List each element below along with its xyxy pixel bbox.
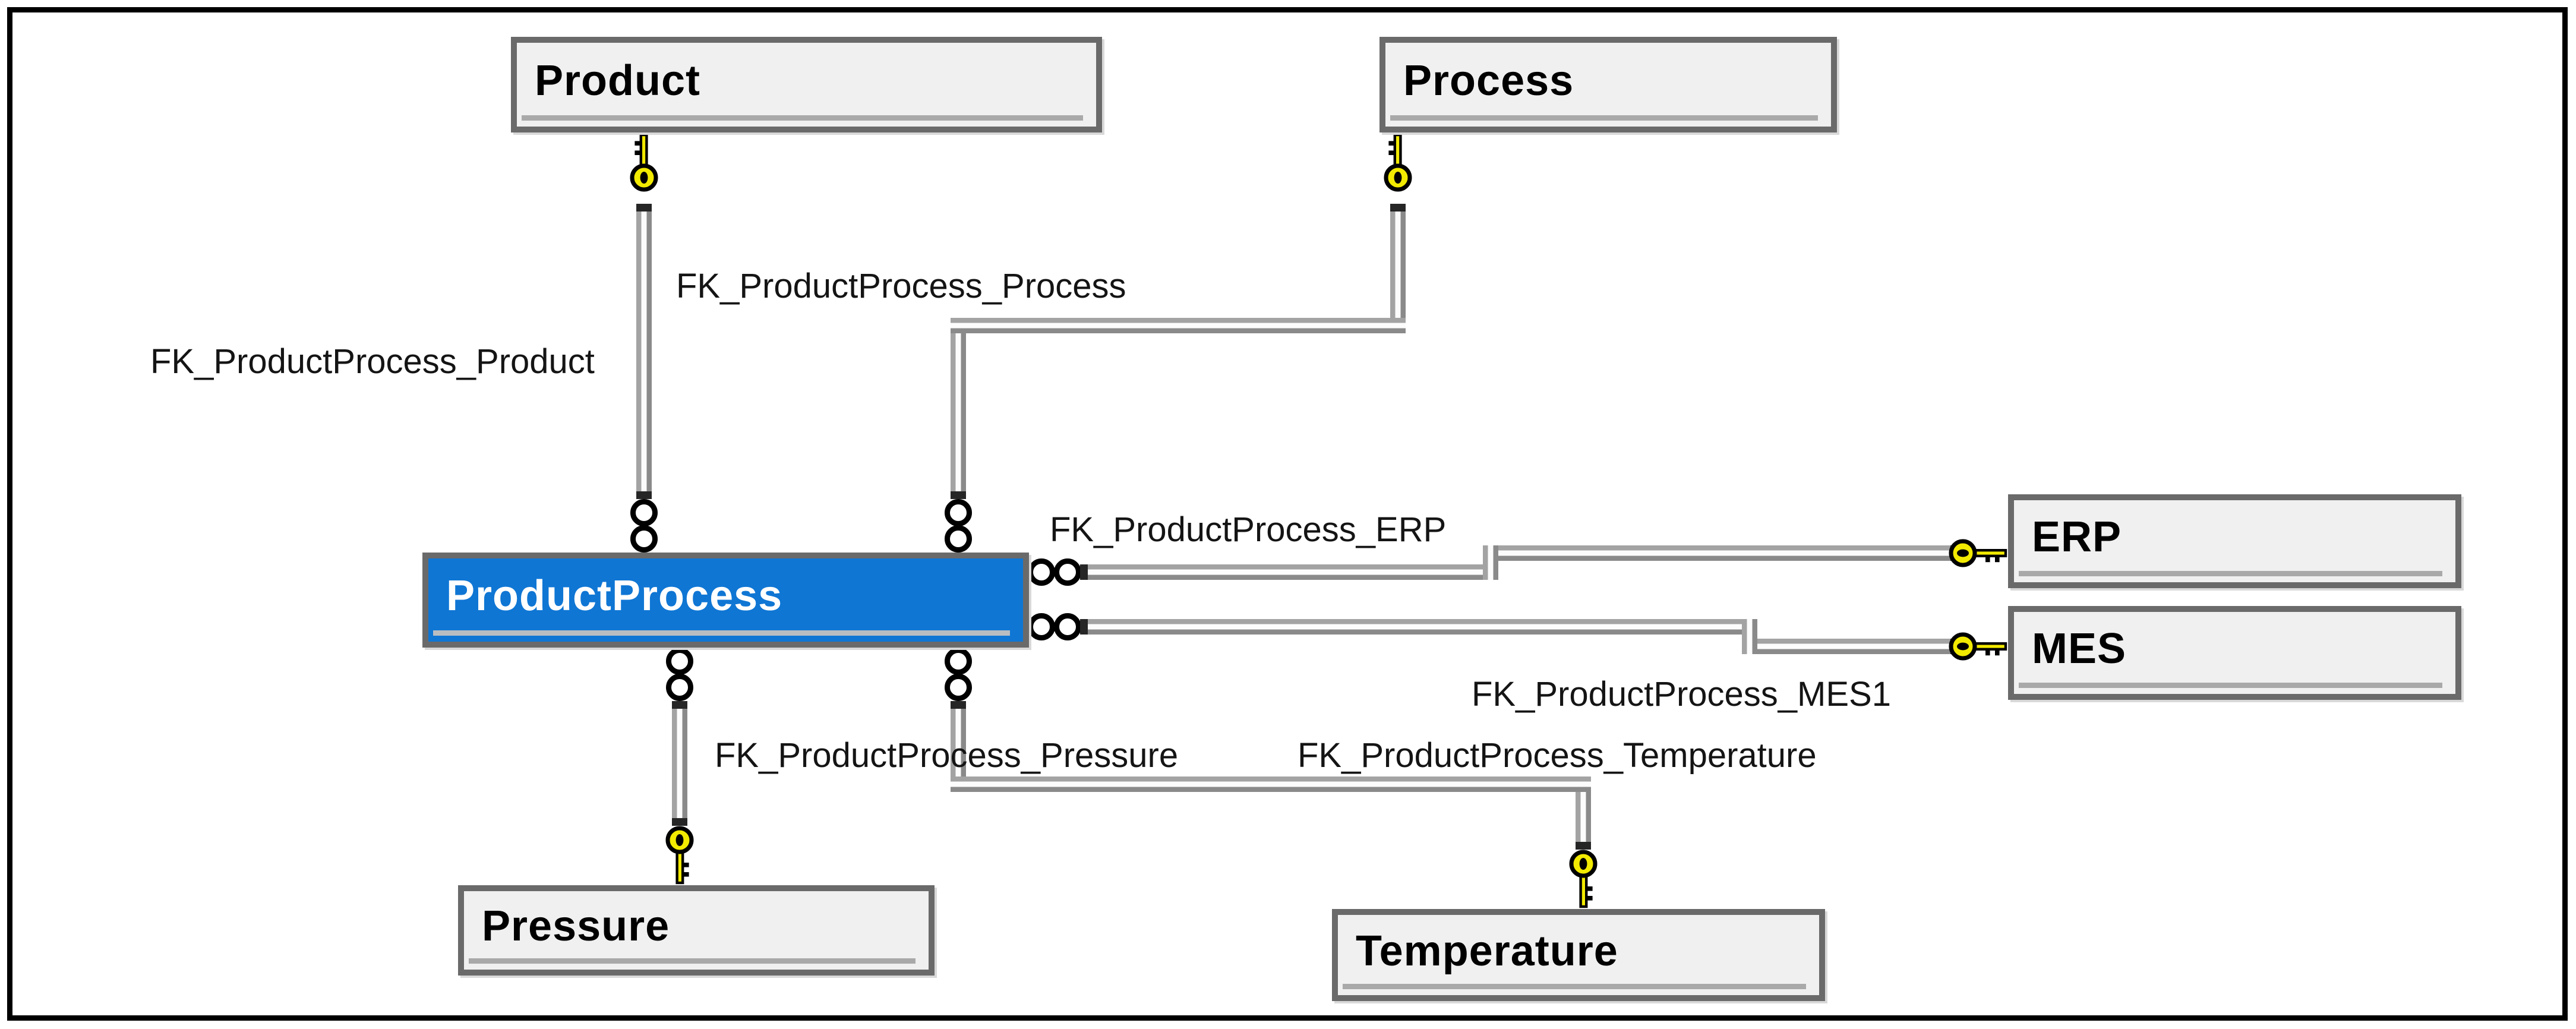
- table-productprocess[interactable]: ProductProcess: [422, 553, 1029, 648]
- relationship-line-temperature-v2[interactable]: [1576, 792, 1591, 850]
- relationship-line-temperature-h[interactable]: [951, 777, 1591, 792]
- table-product[interactable]: Product: [511, 37, 1102, 132]
- infinity-many-icon[interactable]: [945, 648, 972, 701]
- table-row-divider: [469, 958, 916, 964]
- relationship-line-mes-h1[interactable]: [1080, 619, 1750, 635]
- table-title: Process: [1403, 56, 1574, 105]
- infinity-many-icon[interactable]: [630, 499, 658, 553]
- key-icon[interactable]: [1949, 626, 2008, 670]
- table-pressure[interactable]: Pressure: [458, 885, 935, 976]
- table-title: Pressure: [482, 902, 670, 950]
- key-icon[interactable]: [1563, 850, 1603, 912]
- table-title: MES: [2032, 625, 2127, 673]
- table-title: ProductProcess: [446, 572, 783, 620]
- relationship-line-product[interactable]: [636, 204, 652, 499]
- fk-label-erp: FK_ProductProcess_ERP: [1050, 510, 1447, 549]
- table-process[interactable]: Process: [1379, 37, 1837, 132]
- table-erp[interactable]: ERP: [2008, 494, 2461, 588]
- relationship-line-process-h[interactable]: [951, 318, 1406, 333]
- relationship-line-erp-jog[interactable]: [1483, 545, 1498, 580]
- key-icon[interactable]: [1949, 533, 2008, 576]
- relationship-line-mes-jog[interactable]: [1742, 619, 1757, 654]
- table-title: Temperature: [1356, 927, 1618, 975]
- table-row-divider: [2019, 571, 2442, 576]
- table-row-divider: [522, 115, 1083, 121]
- infinity-many-icon[interactable]: [1028, 558, 1081, 586]
- infinity-many-icon[interactable]: [1028, 613, 1081, 640]
- table-row-divider: [1343, 984, 1806, 989]
- table-row-divider: [2019, 683, 2442, 688]
- table-row-divider: [433, 630, 1010, 636]
- relationship-line-erp-h1[interactable]: [1080, 564, 1485, 580]
- fk-label-product: FK_ProductProcess_Product: [150, 342, 595, 381]
- key-icon[interactable]: [1378, 132, 1418, 195]
- key-icon[interactable]: [659, 826, 700, 888]
- fk-label-process: FK_ProductProcess_Process: [676, 267, 1126, 305]
- table-temperature[interactable]: Temperature: [1332, 909, 1825, 1001]
- fk-label-pressure: FK_ProductProcess_Pressure: [715, 736, 1179, 775]
- infinity-many-icon[interactable]: [945, 499, 972, 553]
- table-title: Product: [535, 56, 701, 105]
- key-icon[interactable]: [624, 132, 664, 195]
- relationship-line-pressure[interactable]: [672, 701, 687, 826]
- table-row-divider: [1390, 115, 1818, 121]
- relationship-line-erp-h2[interactable]: [1498, 545, 1958, 561]
- relationship-line-mes-h2[interactable]: [1757, 639, 1958, 654]
- table-mes[interactable]: MES: [2008, 606, 2461, 700]
- fk-label-mes1: FK_ProductProcess_MES1: [1472, 675, 1891, 714]
- infinity-many-icon[interactable]: [666, 648, 693, 701]
- relationship-line-process-v1[interactable]: [1390, 204, 1406, 333]
- relationship-line-process-v2[interactable]: [951, 333, 966, 499]
- fk-label-temperature: FK_ProductProcess_Temperature: [1298, 736, 1817, 775]
- table-title: ERP: [2032, 513, 2122, 561]
